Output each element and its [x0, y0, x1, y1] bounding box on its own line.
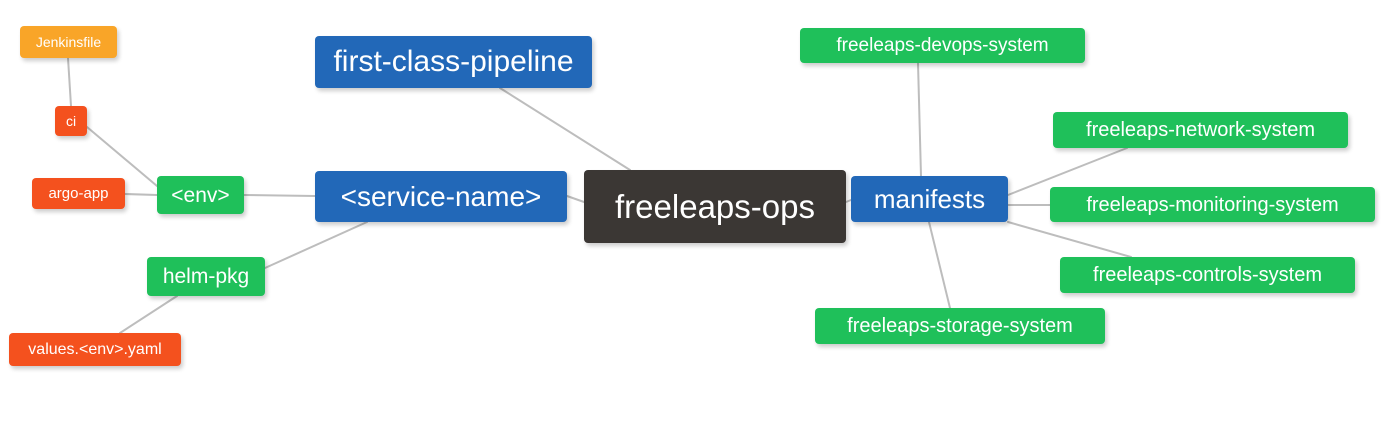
- node-freeleaps-devops-system[interactable]: freeleaps-devops-system: [800, 28, 1085, 63]
- edge-helm-pkg-to-service-name: [264, 221, 368, 269]
- node-label-service-name: <service-name>: [340, 180, 542, 212]
- node-label-freeleaps-network-system: freeleaps-network-system: [1086, 119, 1315, 141]
- node-label-jenkinsfile: Jenkinsfile: [35, 34, 102, 50]
- node-env[interactable]: <env>: [157, 176, 244, 214]
- node-label-values-env-yaml: values.<env>.yaml: [28, 340, 162, 358]
- edge-manifests-to-freeleaps-storage-system: [928, 221, 951, 309]
- node-argo-app[interactable]: argo-app: [32, 178, 125, 209]
- edge-manifests-to-freeleaps-devops-system: [917, 62, 922, 177]
- node-ci[interactable]: ci: [55, 106, 87, 136]
- node-label-env: <env>: [171, 183, 230, 207]
- node-service-name[interactable]: <service-name>: [315, 171, 567, 222]
- node-first-class-pipeline[interactable]: first-class-pipeline: [315, 36, 592, 88]
- edge-service-name-to-freeleaps-ops: [566, 195, 585, 203]
- node-freeleaps-controls-system[interactable]: freeleaps-controls-system: [1060, 257, 1355, 293]
- node-label-freeleaps-monitoring-system: freeleaps-monitoring-system: [1086, 193, 1339, 216]
- edge-env-to-service-name: [243, 194, 316, 197]
- node-freeleaps-network-system[interactable]: freeleaps-network-system: [1053, 112, 1348, 148]
- node-label-first-class-pipeline: first-class-pipeline: [333, 45, 574, 78]
- node-freeleaps-ops[interactable]: freeleaps-ops: [584, 170, 846, 243]
- edge-values-env-yaml-to-helm-pkg: [119, 295, 178, 334]
- node-helm-pkg[interactable]: helm-pkg: [147, 257, 265, 296]
- edge-argo-app-to-env: [124, 193, 158, 196]
- node-label-freeleaps-ops: freeleaps-ops: [615, 188, 815, 225]
- node-freeleaps-monitoring-system[interactable]: freeleaps-monitoring-system: [1050, 187, 1375, 222]
- edge-jenkinsfile-to-ci: [67, 57, 72, 107]
- node-label-freeleaps-devops-system: freeleaps-devops-system: [836, 35, 1049, 56]
- node-label-freeleaps-storage-system: freeleaps-storage-system: [847, 315, 1073, 337]
- node-freeleaps-storage-system[interactable]: freeleaps-storage-system: [815, 308, 1105, 344]
- node-label-manifests: manifests: [873, 184, 986, 214]
- node-values-env-yaml[interactable]: values.<env>.yaml: [9, 333, 181, 366]
- node-manifests[interactable]: manifests: [851, 176, 1008, 222]
- node-label-argo-app: argo-app: [48, 185, 109, 202]
- edge-manifests-to-freeleaps-controls-system: [1007, 221, 1132, 258]
- node-label-helm-pkg: helm-pkg: [162, 265, 250, 288]
- node-label-ci: ci: [65, 113, 77, 129]
- edge-first-class-pipeline-to-freeleaps-ops: [499, 87, 631, 171]
- node-label-freeleaps-controls-system: freeleaps-controls-system: [1093, 264, 1322, 286]
- node-jenkinsfile[interactable]: Jenkinsfile: [20, 26, 117, 58]
